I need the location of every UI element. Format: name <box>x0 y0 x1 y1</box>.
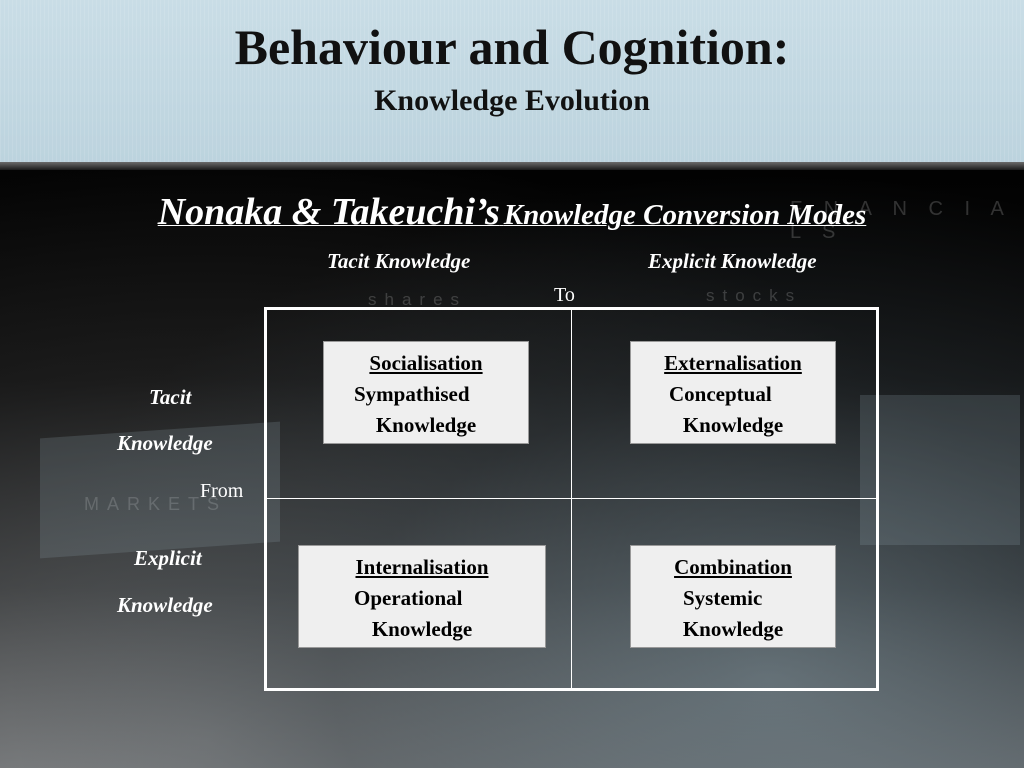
mode-line: Knowledge <box>375 413 477 437</box>
mode-box-internalisation: Internalisation Operational Knowledge <box>298 545 546 648</box>
mode-box-externalisation: Externalisation Conceptual Knowledge <box>630 341 836 444</box>
to-label: To <box>554 284 575 306</box>
matrix-divider-vertical <box>571 307 572 691</box>
mode-line: Operational <box>354 586 463 610</box>
header-band <box>0 0 1024 162</box>
mode-title: Socialisation <box>369 351 483 375</box>
watermark-shares: shares <box>368 290 468 309</box>
matrix-divider-horizontal <box>264 498 879 499</box>
mode-line: Knowledge <box>682 413 784 437</box>
slide-title: Behaviour and Cognition: <box>234 19 790 75</box>
slide-background <box>0 170 1024 768</box>
watermark-markets: MARKETS <box>84 494 228 514</box>
mode-line: Sympathised <box>354 382 470 406</box>
row-header-explicit-line1: Explicit <box>134 546 202 570</box>
mode-line: Conceptual <box>669 382 772 406</box>
mode-title: Externalisation <box>664 351 802 375</box>
mode-title: Internalisation <box>355 555 489 579</box>
mode-line: Knowledge <box>371 617 473 641</box>
mode-box-combination: Combination Systemic Knowledge <box>630 545 836 648</box>
mode-line: Knowledge <box>682 617 784 641</box>
heading-topic: Knowledge Conversion Modes <box>503 199 867 231</box>
row-header-tacit-line2: Knowledge <box>117 431 213 455</box>
header-divider <box>0 162 1024 170</box>
slide-subtitle: Knowledge Evolution <box>374 84 650 117</box>
watermark-stocks: stocks <box>706 286 803 305</box>
heading-authors: Nonaka & Takeuchi’s <box>157 191 500 233</box>
from-label: From <box>200 480 244 502</box>
row-header-explicit-line2: Knowledge <box>117 593 213 617</box>
watermark-finance: F N A N C I A L S <box>790 198 1011 243</box>
diagram-heading: Nonaka & Takeuchi’s Knowledge Conversion… <box>0 190 1024 234</box>
background-decoration <box>860 395 1020 545</box>
mode-box-socialisation: Socialisation Sympathised Knowledge <box>323 341 529 444</box>
column-header-explicit: Explicit Knowledge <box>648 249 817 273</box>
mode-line: Systemic <box>683 586 763 610</box>
row-header-tacit-line1: Tacit <box>149 385 192 409</box>
column-header-tacit: Tacit Knowledge <box>327 249 471 273</box>
mode-title: Combination <box>674 555 792 579</box>
